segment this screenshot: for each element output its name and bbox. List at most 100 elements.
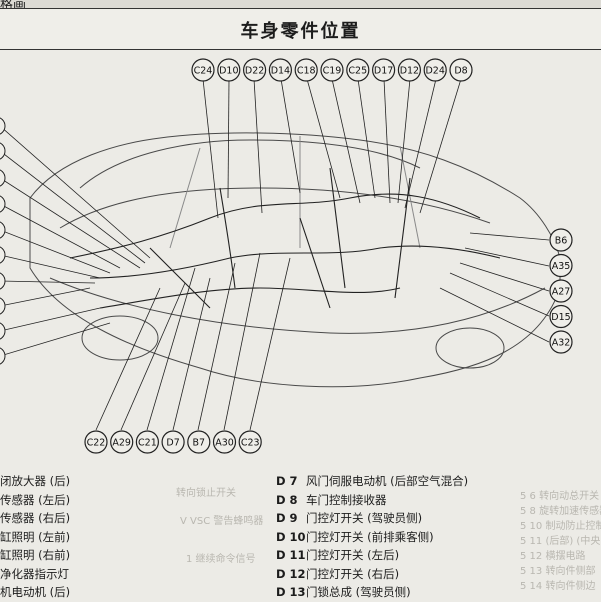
callout-circle (243, 58, 267, 82)
legend-item: 缸照明 (左前) (0, 529, 71, 544)
legend-code: D 10 (276, 529, 306, 544)
callout-circle (346, 58, 370, 82)
connector-label: D24 (425, 66, 444, 77)
connector-label: C22 (87, 438, 106, 449)
legend-item: 缸照明 (右前) (0, 548, 71, 562)
connector-callout: A32 (549, 330, 573, 354)
legend-code: D 13 (276, 585, 306, 599)
callout-circle (320, 58, 344, 82)
connector-callout: D12 (397, 58, 421, 82)
callout-circle (217, 58, 241, 82)
legend-code: D 8 (276, 492, 298, 507)
connector-label: A29 (112, 438, 131, 449)
callout-circle (268, 58, 292, 82)
ghost-text: 5 12 横摆电路 (520, 551, 586, 562)
legend-item: D 11门控灯开关 (左后) (276, 546, 516, 565)
connector-label: A30 (215, 438, 234, 449)
callout-circle (549, 228, 573, 252)
connector-callout: C19 (320, 58, 344, 82)
legend-text: 门控灯开关 (右后) (306, 566, 400, 581)
legend-item: D 12门控灯开关 (右后) (276, 565, 516, 584)
connector-callout: D17 (372, 58, 396, 82)
connector-label: D10 (219, 66, 238, 77)
connector-callout: C25 (346, 58, 370, 82)
ghost-text: 5 11 (后部) (中央) (520, 536, 601, 547)
connector-callout: B6 (549, 228, 573, 252)
legend-text: 车门控制接收器 (306, 492, 387, 507)
callout-circle (110, 430, 134, 454)
connector-callout: C22 (84, 430, 108, 454)
ghost-text: 5 13 转向件侧部 (520, 566, 596, 577)
legend-text: 门控灯开关 (驾驶员侧) (306, 511, 423, 525)
ghost-text: 转向锁止开关 (176, 488, 236, 499)
callout-circle (549, 304, 573, 329)
callout-circle (549, 253, 573, 278)
connector-label: B6 (555, 236, 568, 247)
title-bar: 车身零件位置 (0, 8, 601, 50)
callout-circle (549, 330, 573, 354)
left-legend: 闭放大器 (后) 传感器 (左后) 传感器 (右后) 缸照明 (左前) 缸照明 … (0, 472, 150, 602)
connector-label: A27 (552, 287, 571, 298)
legend-item: 净化器指示灯 (0, 566, 69, 581)
top-strip (0, 0, 601, 8)
car-body-outline (29, 132, 561, 388)
connector-callout: D24 (423, 58, 447, 82)
legend-item: D 13门锁总成 (驾驶员侧) (276, 583, 516, 602)
connector-label: D14 (271, 66, 290, 77)
ghost-text: 5 8 旋转加速传感器 (520, 506, 601, 517)
connector-label: D15 (551, 312, 570, 323)
ghost-text: 1 继续命令信号 (186, 554, 256, 565)
callout-circle (423, 58, 447, 82)
left-callout-stubs (0, 117, 6, 365)
connector-label: D22 (245, 66, 264, 77)
connector-label: C19 (323, 66, 342, 77)
connector-label: A35 (552, 261, 571, 272)
legend-item: 闭放大器 (后) (0, 474, 71, 488)
callout-circle (238, 430, 262, 454)
page-title: 车身零件位置 (240, 21, 361, 42)
leader-lines (0, 78, 550, 431)
connector-callout: C24 (191, 58, 215, 82)
connector-label: D12 (400, 66, 419, 77)
connector-label: A32 (552, 338, 571, 349)
connector-callout: C23 (238, 430, 262, 454)
connector-label: D8 (454, 66, 467, 77)
connector-callout: A30 (212, 430, 237, 454)
callout-circle (191, 58, 215, 82)
connector-callout: D15 (549, 304, 573, 329)
legend-item: D 8 车门控制接收器 (276, 491, 516, 510)
callout-circle (212, 430, 237, 454)
ghost-text: 5 10 制动防止控制 ECU (520, 521, 601, 532)
callout-circle (372, 58, 396, 82)
connector-callout: A29 (110, 430, 134, 454)
connector-callout: A35 (549, 253, 573, 278)
legend-text: 门控灯开关 (前排乘客侧) (306, 529, 434, 544)
connector-label: C23 (241, 438, 260, 449)
legend-code: D 7 (276, 474, 298, 488)
ghost-text: 5 6 转向动总开关 (520, 491, 600, 502)
callout-circle (449, 58, 473, 82)
callout-circle (397, 58, 421, 82)
legend-code: D 11 (276, 548, 306, 562)
connector-label: C24 (194, 66, 213, 77)
legend-code: D 12 (276, 566, 306, 581)
connector-callout: D22 (243, 58, 267, 82)
connector-callout: D8 (449, 58, 473, 82)
connector-label: C21 (138, 438, 157, 449)
legend-text: 门锁总成 (驾驶员侧) (306, 585, 411, 599)
connector-label: D7 (166, 438, 179, 449)
connector-callout: A27 (549, 279, 573, 303)
callout-circle (294, 58, 318, 82)
callout-circle (161, 430, 185, 454)
connector-callout: D14 (268, 58, 292, 82)
connector-callout: B7 (187, 430, 211, 454)
ghost-text: 5 14 转向件侧边 (520, 581, 596, 592)
legend-text: 门控灯开关 (左后) (306, 548, 400, 562)
legend-item: 传感器 (右后) (0, 511, 71, 525)
callout-circle (84, 430, 108, 454)
